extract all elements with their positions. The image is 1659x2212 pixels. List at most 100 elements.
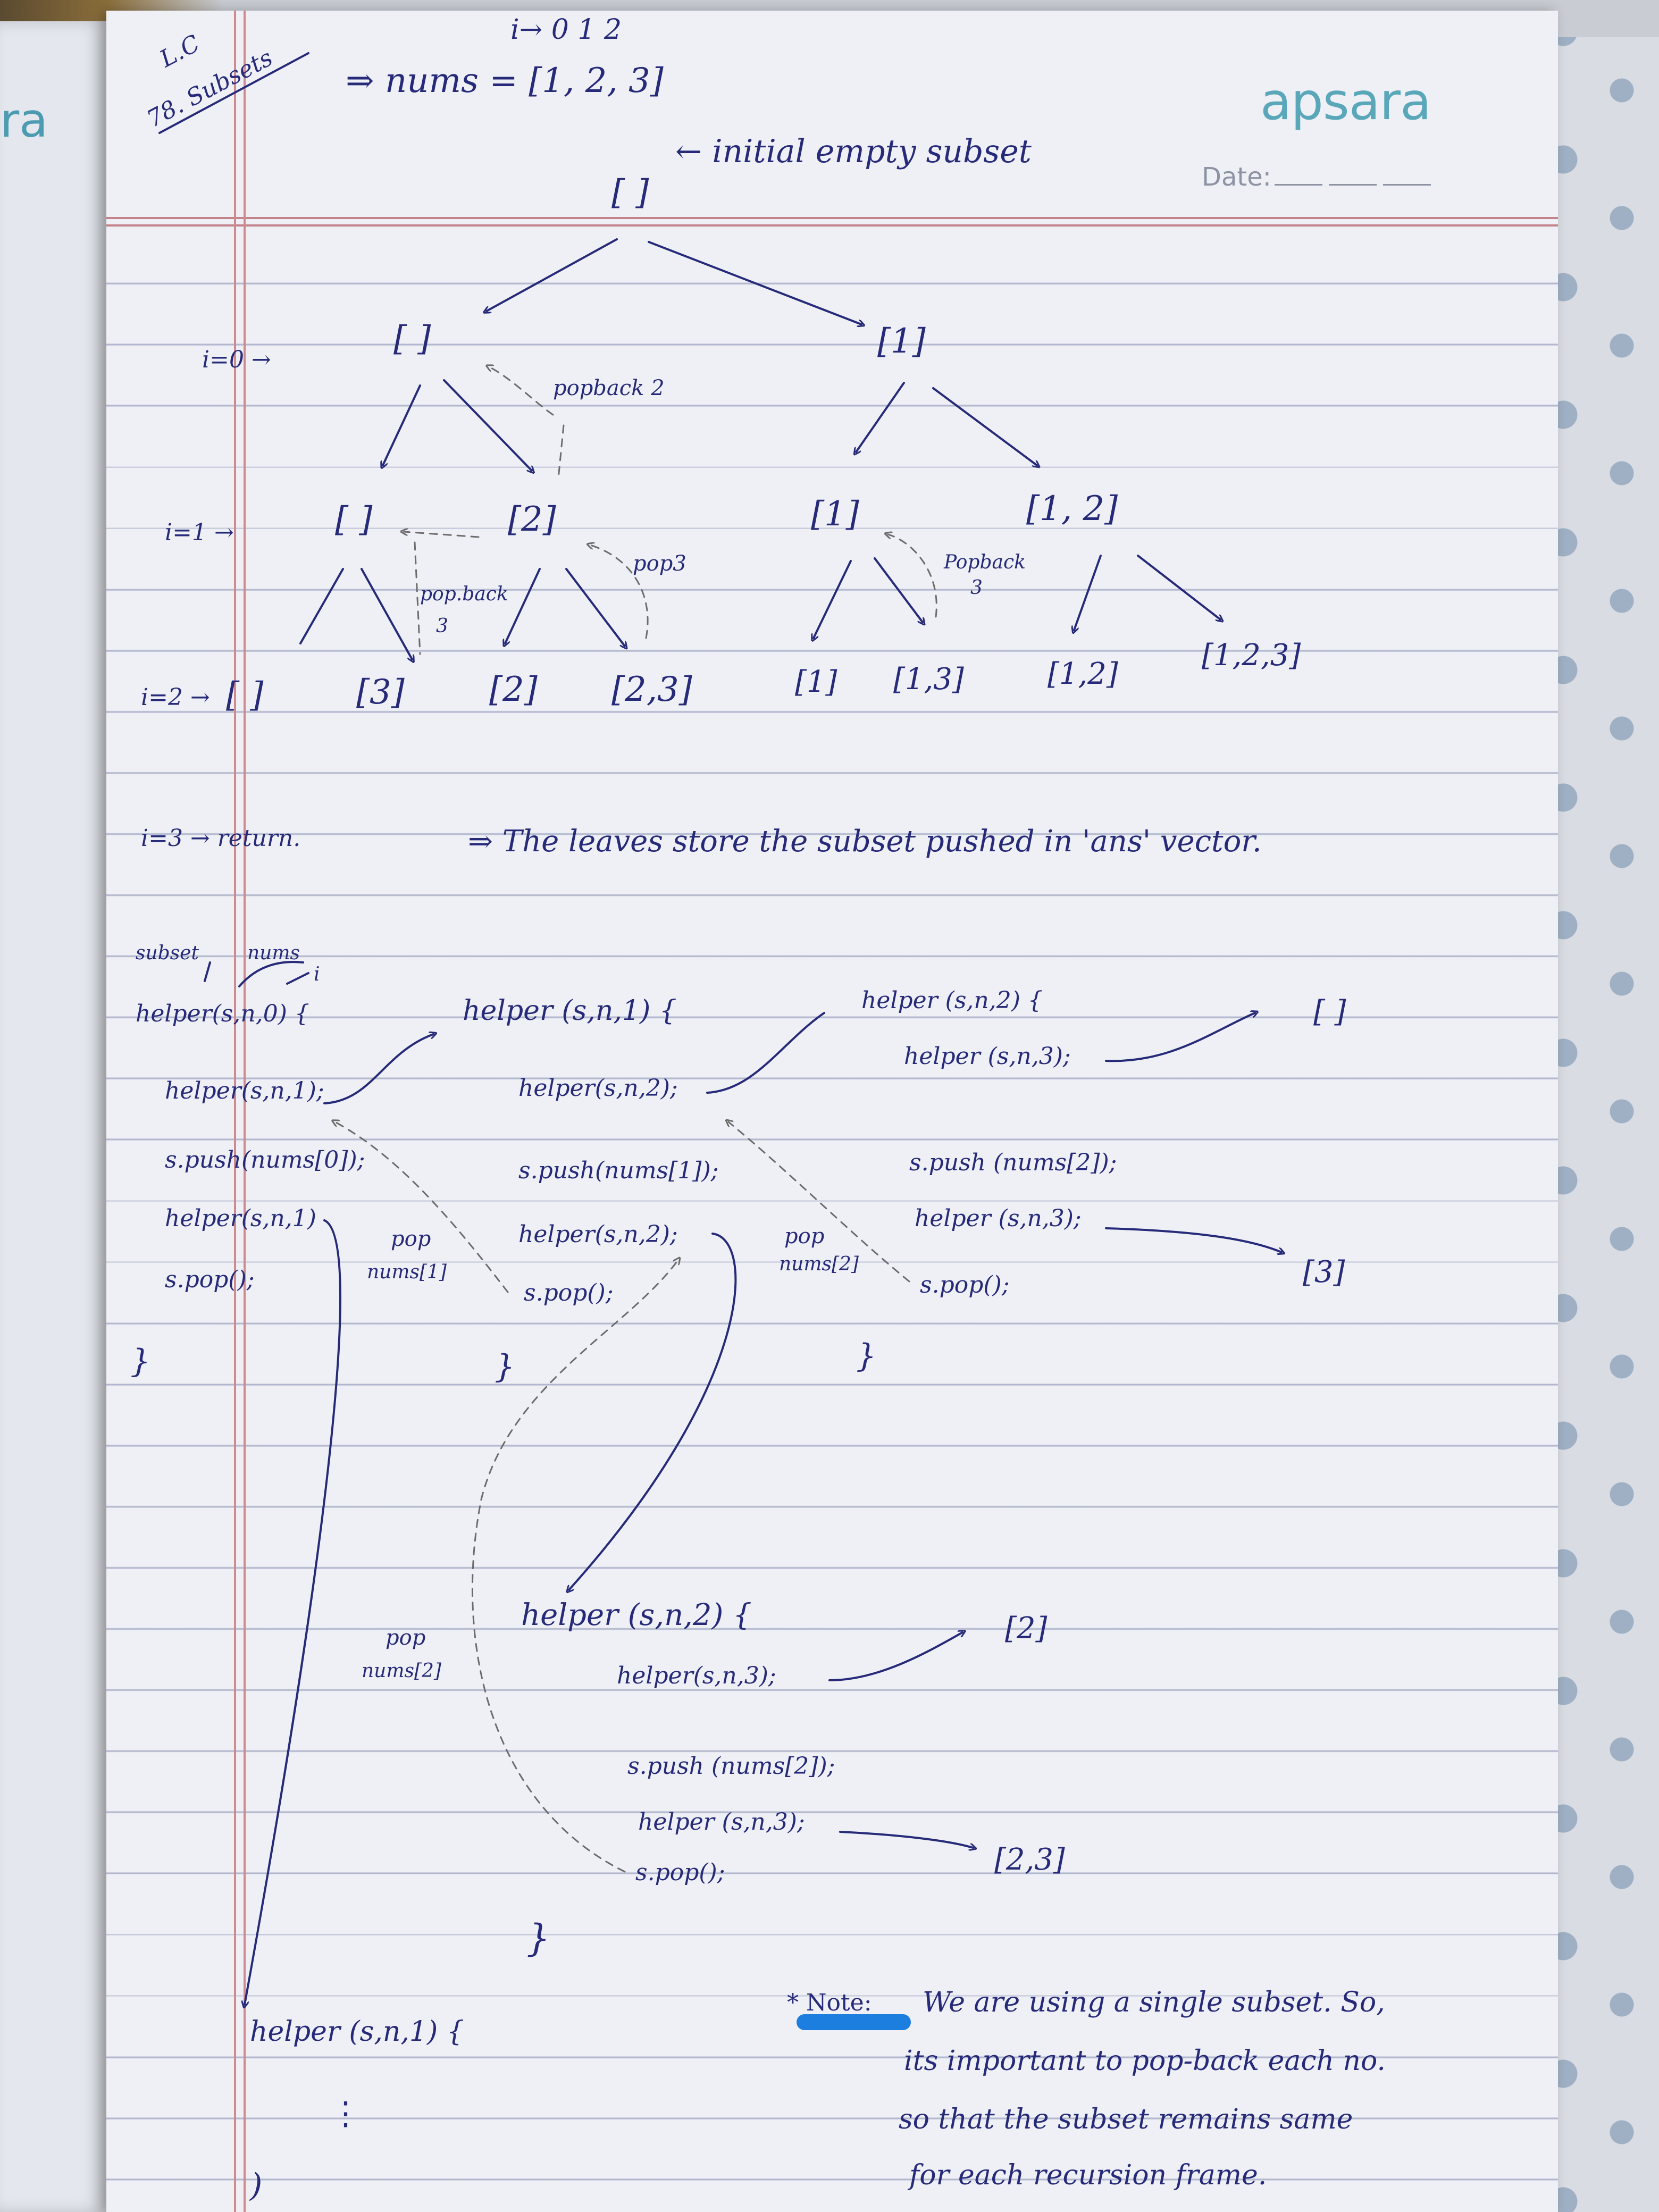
- tablecloth-background: [1542, 0, 1659, 2212]
- frame2-line1: helper (s,n,3);: [904, 1043, 1071, 1070]
- frame2b-line4: s.pop();: [635, 1859, 725, 1886]
- popback-3-note-b-num: 3: [970, 577, 983, 599]
- frame1-line1: helper(s,n,2);: [518, 1075, 678, 1102]
- frame2-line2: s.push (nums[2]);: [909, 1149, 1117, 1176]
- title-underline: [158, 52, 309, 134]
- labels-arrow-subset: [204, 961, 211, 982]
- leaf-1-2: [1,2]: [1048, 657, 1118, 691]
- edge-l0-b: [443, 379, 532, 471]
- note-line3: so that the subset remains same: [899, 2104, 1353, 2135]
- frame0-signature: helper(s,n,0) {: [136, 1000, 309, 1027]
- date-label: Date:: [1202, 162, 1271, 192]
- margin-line: [234, 11, 236, 2212]
- frame0-close: }: [130, 1343, 151, 1380]
- backtrack-l1c: [888, 534, 937, 618]
- node-l0-empty: [ ]: [393, 319, 431, 358]
- tree-root: [ ]: [611, 173, 649, 212]
- frame2b-line3: helper (s,n,3);: [638, 1808, 805, 1836]
- backtrack-code-1: [335, 1122, 509, 1293]
- leaf-2-3: [2,3]: [611, 670, 692, 709]
- result-2-3: [2,3]: [994, 1842, 1065, 1877]
- frame1-line3: helper(s,n,2);: [518, 1221, 678, 1248]
- label-subset: subset: [136, 942, 199, 964]
- pop-note-3b: nums[2]: [362, 1660, 441, 1682]
- edge-l1-h: [1137, 555, 1220, 619]
- node-l1-2: [2]: [508, 500, 556, 539]
- edge-l1-c: [505, 568, 541, 643]
- node-l0-1: [1]: [877, 322, 926, 361]
- root-note: ← initial empty subset: [675, 133, 1032, 170]
- note-line4: for each recursion frame.: [909, 2159, 1267, 2191]
- node-l1-empty: [ ]: [335, 500, 373, 539]
- labels-arrow-nums: [238, 961, 304, 987]
- edge-l1-e: [814, 560, 852, 638]
- backtrack-l1a-b: [414, 541, 421, 655]
- frame2b-line1: helper(s,n,3);: [617, 1662, 776, 1689]
- frame2b-signature: helper (s,n,2) {: [521, 1598, 752, 1632]
- label-i: i: [314, 963, 320, 985]
- labels-arrow-i: [286, 972, 309, 985]
- popback-3-note-a-num: 3: [436, 615, 448, 637]
- note-label: * Note:: [787, 1989, 872, 2016]
- frame1-line4: s.pop();: [524, 1279, 614, 1306]
- frame0-line3: helper(s,n,1): [165, 1205, 316, 1232]
- call-arrow-0-1b: [245, 1219, 341, 2005]
- popback-3-note-a: pop.back: [420, 583, 508, 605]
- call-arrow-2-r1: [1105, 1013, 1255, 1062]
- level-label-1: i=1 →: [165, 519, 234, 546]
- frame2-line3: helper (s,n,3);: [915, 1205, 1082, 1232]
- leaf-1: [1]: [795, 665, 837, 699]
- brand-logo: apsara: [1260, 72, 1431, 131]
- edge-l0-c: [856, 382, 905, 452]
- frame0-line2: s.push(nums[0]);: [165, 1146, 365, 1174]
- index-header: i→ 0 1 2: [510, 14, 622, 46]
- call-arrow-2b-r2: [839, 1831, 973, 1848]
- left-page: ra: [0, 21, 106, 2212]
- call-arrow-2b-r1: [828, 1632, 962, 1681]
- edge-l1-f: [874, 557, 923, 622]
- frame2-signature: helper (s,n,2) {: [861, 987, 1043, 1014]
- frame1-line2: s.push(nums[1]);: [518, 1157, 719, 1184]
- result-3: [3]: [1303, 1255, 1345, 1289]
- note-highlight: [797, 2014, 911, 2030]
- frame2b-close: }: [526, 1916, 550, 1960]
- pop-note-2a: pop: [784, 1224, 825, 1249]
- notebook-page: apsara Date:: [106, 11, 1558, 2212]
- leaf-3: [3]: [356, 673, 405, 712]
- leaf-2: [2]: [489, 670, 538, 709]
- backtrack-l0: [489, 367, 554, 416]
- frame2b-line2: s.push (nums[2]);: [627, 1753, 835, 1780]
- pop-note-1a: pop: [391, 1227, 431, 1251]
- frame0-line4: s.pop();: [165, 1266, 255, 1293]
- node-l1-1-2: [1, 2]: [1026, 489, 1118, 529]
- edge-l1-d: [565, 568, 625, 646]
- label-nums: nums: [247, 942, 300, 964]
- frame1b-close: ): [250, 2167, 263, 2204]
- edge-l1-a: [299, 568, 344, 644]
- date-field: Date:: [1202, 162, 1434, 192]
- result-empty: [ ]: [1313, 994, 1346, 1029]
- pop-note-1b: nums[1]: [367, 1261, 447, 1283]
- frame2-close: }: [856, 1337, 877, 1375]
- call-arrow-2-r2: [1105, 1227, 1281, 1252]
- backtrack-code-2: [728, 1122, 910, 1283]
- edge-l0-a: [383, 384, 421, 465]
- edge-l1-g: [1074, 555, 1102, 630]
- note-line2: its important to pop-back each no.: [904, 2045, 1386, 2077]
- node-l1-1: [1]: [811, 495, 859, 534]
- frame0-line1: helper(s,n,1);: [165, 1077, 324, 1104]
- frame1-close: }: [495, 1348, 515, 1385]
- leaf-empty: [ ]: [226, 675, 264, 715]
- level-label-2: i=2 →: [141, 684, 210, 711]
- backtrack-code-3: [471, 1260, 678, 1873]
- note-line1: We are using a single subset. So,: [923, 1987, 1385, 2018]
- frame1b-signature: helper (s,n,1) {: [250, 2016, 464, 2048]
- header-rule: [106, 217, 1558, 219]
- page-header-zone: [106, 11, 1558, 229]
- edge-root-left: [487, 238, 618, 311]
- level-label-3: i=3 → return.: [141, 825, 301, 852]
- popback-3-note-b: Popback: [944, 551, 1026, 573]
- call-arrow-0-1: [323, 1034, 433, 1104]
- backtrack-l1b: [590, 545, 649, 639]
